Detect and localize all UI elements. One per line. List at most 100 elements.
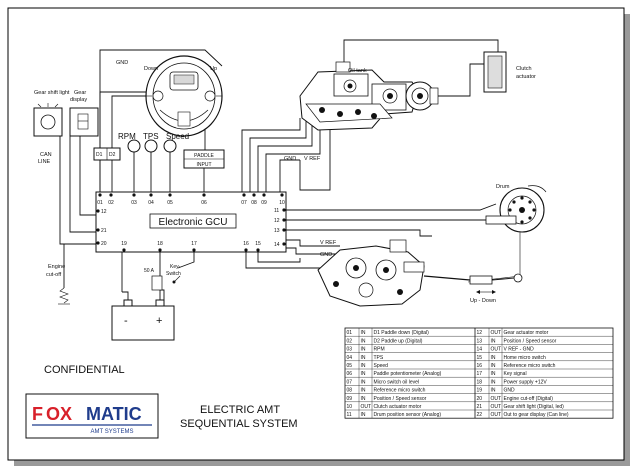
clutch-actuator-icon xyxy=(483,51,507,93)
pin-table-cell: OUT xyxy=(491,347,502,353)
pin-table-cell: IN xyxy=(491,371,496,377)
logo-f: F xyxy=(32,404,43,424)
ecu-pin-dot xyxy=(96,228,100,232)
clutch-actuator-label-2: actuator xyxy=(516,74,536,80)
gnd-top-label: GND xyxy=(116,60,128,66)
pin-table-cell: 05 xyxy=(347,363,353,369)
pin-table-cell: Micro switch oil level xyxy=(374,379,420,385)
ecu-pin-dot xyxy=(132,193,136,197)
ecu-pin-right-label: 12 xyxy=(274,218,280,224)
ecu-pin-dot xyxy=(158,248,162,252)
pin-table-cell: 07 xyxy=(347,379,353,385)
oil-tank-label: Oil tank xyxy=(348,68,367,74)
ecu-pin-top-label: 06 xyxy=(201,200,207,206)
pin-table-cell: IN xyxy=(491,338,496,344)
pin-table-cell: Key signal xyxy=(504,371,527,377)
pin-table-cell: Drum position sensor (Analog) xyxy=(374,412,442,418)
pin-table-cell: RPM xyxy=(374,347,385,353)
gnd-mid-label: GND xyxy=(284,156,296,162)
ecu-title: Electronic GCU xyxy=(159,217,228,228)
ecu-pin-bottom-label: 18 xyxy=(157,241,163,247)
ecu-pin-dot xyxy=(262,193,266,197)
pin-table-cell: Engine cut-off (Digital) xyxy=(504,396,554,402)
can-line-label-1: CAN xyxy=(40,152,52,158)
pin-table-cell: V REF - GND xyxy=(504,347,535,353)
pin-table-cell: Reference micro switch xyxy=(374,388,426,394)
gear-shift-light-label: Gear shift light xyxy=(34,90,70,96)
pin-table-cell: 16 xyxy=(477,363,483,369)
up-down-arrow-icon xyxy=(476,290,496,294)
ecu-pin-dot xyxy=(252,193,256,197)
ecu-pin-top-label: 03 xyxy=(131,200,137,206)
drum-icon xyxy=(485,187,545,233)
ecu-pin-top-label: 10 xyxy=(279,200,285,206)
pin-table-cell: 18 xyxy=(477,379,483,385)
clutch-actuator-label-1: Clutch xyxy=(516,66,532,72)
d1-label: D1 xyxy=(96,152,103,158)
logo-matic: MATIC xyxy=(86,404,142,424)
wiring xyxy=(59,39,521,300)
gear-actuator-icon xyxy=(317,239,425,307)
pin-table-cell: 12 xyxy=(477,330,483,336)
pin-table-frame xyxy=(344,327,614,419)
engine-cutoff-label-1: Engine xyxy=(48,264,65,270)
pin-table-cell: 02 xyxy=(347,338,353,344)
pin-table-cell: IN xyxy=(491,379,496,385)
ecu-pin-bottom-label: 17 xyxy=(191,241,197,247)
pin-table-cell: Clutch actuator motor xyxy=(374,404,422,410)
pin-table-cell: D2 Paddle up (Digital) xyxy=(374,338,423,344)
pin-table-cell: Out to gear display (Can line) xyxy=(504,412,569,418)
pin-table-cell: 21 xyxy=(477,404,483,410)
pin-table-cell: GND xyxy=(504,388,516,394)
pin-table-cell: IN xyxy=(361,396,366,402)
drum-label: Drum xyxy=(496,184,510,190)
paddle-up-label: Up xyxy=(210,66,217,72)
ecu-pin-dot xyxy=(122,248,126,252)
tps-sensor-icon xyxy=(144,139,158,153)
confidential-label: CONFIDENTIAL xyxy=(44,364,125,376)
v-ref-low-label: V REF xyxy=(320,240,337,246)
pin-table-cell: 20 xyxy=(477,396,483,402)
fuse-icon xyxy=(151,275,163,291)
logo-tagline: AMT SYSTEMS xyxy=(91,429,134,435)
pin-table-cell: IN xyxy=(361,371,366,377)
ecu-pin-right-label: 13 xyxy=(274,228,280,234)
pin-table-cell: Gear shift light (Digital, led) xyxy=(504,404,565,410)
ecu-pin-dot xyxy=(282,218,286,222)
paddle-input-label-1: PADDLE xyxy=(194,153,214,159)
pin-table-cell: Speed xyxy=(374,363,389,369)
pin-table-cell: IN xyxy=(361,347,366,353)
ecu-pin-dot xyxy=(202,193,206,197)
ecu-pin-dot xyxy=(109,193,113,197)
pin-table-cell: TPS xyxy=(374,355,384,361)
up-down-label: Up - Down xyxy=(470,298,496,304)
pin-table-cell: IN xyxy=(361,363,366,369)
pin-table-cell: Gear actuator motor xyxy=(504,330,549,336)
ecu-pin-top-label: 02 xyxy=(108,200,114,206)
pin-table-cell: OUT xyxy=(491,412,502,418)
logo-ox: OX xyxy=(46,404,72,424)
ecu-pin-right-label: 14 xyxy=(274,242,280,248)
drum-rotation-arrow-icon xyxy=(527,185,547,193)
ecu-pin-dot xyxy=(280,193,284,197)
ecu-pin-dot xyxy=(168,193,172,197)
ecu-pin-right-label: 11 xyxy=(274,208,279,214)
ecu-pin-left-label: 21 xyxy=(101,228,107,234)
pin-table-cell: Paddle potentiometer (Analog) xyxy=(374,371,442,377)
pin-table-cell: IN xyxy=(361,338,366,344)
pin-table-cell: Reference micro switch xyxy=(504,363,556,369)
ecu-pin-dot xyxy=(98,193,102,197)
ecu-pin-dot xyxy=(242,193,246,197)
ecu-pin-dot xyxy=(96,209,100,213)
key-switch-label-2: Switch xyxy=(166,271,181,277)
